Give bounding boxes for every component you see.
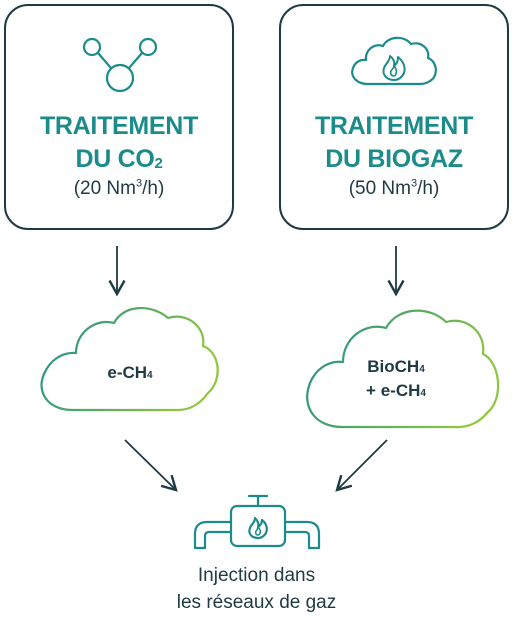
co2-treatment-box: TRAITEMENT DU CO2 (20 Nm3/h)	[4, 4, 234, 230]
arrow-left-diagonal	[124, 439, 178, 492]
injection-caption: Injection dans les réseaux de gaz	[0, 562, 513, 616]
biogas-flow-rate: (50 Nm3/h)	[281, 178, 507, 200]
echs-subscript: 4	[147, 370, 153, 381]
cloud-right-line-1: BioCH4	[306, 356, 486, 380]
title-co2-text: DU CO	[75, 145, 155, 173]
cloud-left-label: e-CH4	[40, 362, 220, 386]
cloud-right-shape	[306, 309, 500, 429]
pipe-valve-icon	[193, 494, 321, 550]
arrow-right-diagonal	[335, 439, 388, 492]
rate-prefix: (20 Nm	[73, 178, 136, 199]
title-line-1: TRAITEMENT	[314, 112, 474, 140]
plus-ech-subscript: 4	[420, 388, 426, 399]
echs-text: e-CH	[107, 363, 148, 382]
title-line-2: DU BIOGAZ	[325, 145, 463, 173]
cloud-right-label: BioCH4 + e-CH4	[306, 356, 486, 404]
rate-superscript: 3	[410, 177, 418, 190]
cloud-right-line-2: + e-CH4	[306, 380, 486, 404]
title-line-2: DU CO2	[6, 143, 232, 179]
molecule-icon	[6, 30, 232, 94]
co2-flow-rate: (20 Nm3/h)	[6, 178, 232, 200]
rate-prefix: (50 Nm	[348, 178, 411, 199]
rate-suffix: /h)	[417, 178, 440, 199]
cloud-left-shape	[40, 306, 219, 412]
bioch-text: BioCH	[367, 357, 420, 376]
biogas-treatment-box: TRAITEMENT DU BIOGAZ (50 Nm3/h)	[279, 4, 509, 230]
biogas-treatment-title: TRAITEMENT DU BIOGAZ	[281, 110, 507, 176]
title-line-1: TRAITEMENT	[39, 112, 199, 140]
plus-ech-text: + e-CH	[366, 381, 421, 400]
cloud-flame-icon	[281, 30, 507, 94]
rate-suffix: /h)	[142, 178, 165, 199]
rate-superscript: 3	[135, 177, 143, 190]
title-co2-subscript: 2	[154, 155, 163, 172]
caption-line-2: les réseaux de gaz	[176, 592, 337, 613]
bioch-subscript: 4	[419, 364, 425, 375]
co2-treatment-title: TRAITEMENT DU CO2	[6, 110, 232, 179]
caption-line-1: Injection dans	[197, 565, 316, 586]
